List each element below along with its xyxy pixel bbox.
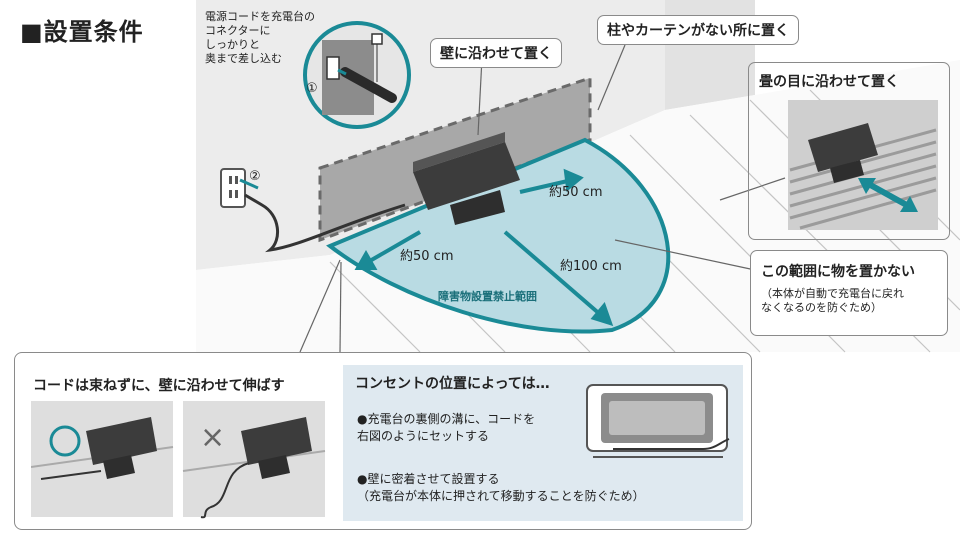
step-1-marker: ①: [306, 81, 318, 96]
no-objects-note-line: なくなるのを防ぐため）: [761, 301, 882, 314]
tips-panel: コードは束ねずに、壁に沿わせて伸ばす ○ × コンセントの位置によっては… ●充…: [14, 352, 752, 530]
tatami-panel: 畳の目に沿わせて置く: [748, 62, 950, 240]
outlet-tip-1-line: 右図のようにセットする: [357, 429, 490, 443]
outlet-icon: [220, 168, 246, 208]
callout-tatami: 畳の目に沿わせて置く: [759, 74, 899, 90]
outlet-tip-2-line: ●壁に密着させて設置する: [357, 472, 500, 486]
ok-mark: ○: [58, 427, 59, 428]
connector-note-line: 電源コードを充電台の: [205, 10, 315, 23]
zoom-plug: [340, 67, 397, 103]
connector-note-line: コネクターに: [205, 24, 271, 37]
outlet-tip-1: ●充電台の裏側の溝に、コードを 右図のようにセットする: [357, 411, 535, 445]
plug-arrow: [239, 178, 259, 190]
distance-right: 約50 cm: [549, 185, 603, 200]
restricted-zone-label: 障害物設置禁止範囲: [438, 290, 537, 303]
no-objects-panel: この範囲に物を置かない （本体が自動で充電台に戻れ なくなるのを防ぐため）: [750, 250, 948, 336]
callout-no-pillar: 柱やカーテンがない所に置く: [597, 15, 799, 45]
outlet-tip-panel: コンセントの位置によっては… ●充電台の裏側の溝に、コードを 右図のようにセット…: [343, 365, 743, 521]
tatami-direction-arrow: [863, 179, 914, 211]
outlet-tip-1-line: ●充電台の裏側の溝に、コードを: [357, 412, 536, 426]
ng-mark: ×: [200, 420, 226, 455]
page-title: ■設置条件: [20, 18, 144, 46]
no-objects-note: （本体が自動で充電台に戻れ なくなるのを防ぐため）: [761, 287, 904, 315]
dock-back-illustration: [586, 384, 730, 458]
no-objects-note-line: （本体が自動で充電台に戻れ: [761, 287, 904, 300]
outlet-tip-title: コンセントの位置によっては…: [355, 376, 550, 392]
connector-note-line: しっかりと: [205, 38, 260, 51]
step-2-marker: ②: [249, 169, 261, 184]
cord-tip-title: コードは束ねずに、壁に沿わせて伸ばす: [33, 378, 285, 394]
clearance-zone: [326, 137, 671, 334]
callout-pointers: [299, 44, 786, 353]
outlet-tip-2-line: （充電台が本体に押されて移動することを防ぐため）: [357, 489, 645, 503]
distance-left: 約50 cm: [400, 249, 454, 264]
connector-note-line: 奥まで差し込む: [205, 52, 282, 65]
wall-clearance-outline: [318, 75, 592, 243]
distance-arrows: [354, 168, 614, 327]
outlet-tip-2: ●壁に密着させて設置する （充電台が本体に押されて移動することを防ぐため）: [357, 471, 645, 505]
charging-dock: [413, 132, 520, 225]
callout-along-wall: 壁に沿わせて置く: [430, 38, 562, 68]
cord-examples: [31, 401, 326, 519]
connector-note: 電源コードを充電台の コネクターに しっかりと 奥まで差し込む: [205, 10, 315, 66]
power-cord: [244, 193, 406, 253]
distance-front: 約100 cm: [560, 259, 622, 274]
callout-no-objects: この範囲に物を置かない: [761, 264, 915, 280]
